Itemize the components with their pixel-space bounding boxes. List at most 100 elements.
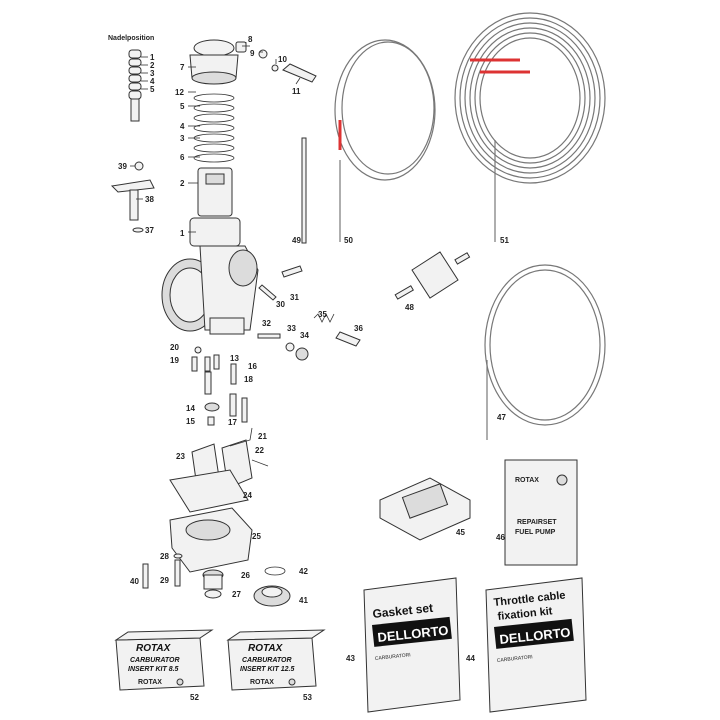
callout-49: 49 — [292, 236, 301, 245]
callout-38: 38 — [145, 195, 154, 204]
throttle-cable-kit-bag-44: Throttle cable fixation kit DELLORTO CAR… — [485, 577, 587, 713]
callout-6: 6 — [180, 153, 185, 162]
callout-30: 30 — [276, 300, 285, 309]
callout-28: 28 — [160, 552, 169, 561]
spring-35 — [313, 313, 335, 323]
callout-1: 1 — [180, 229, 185, 238]
callout-47: 47 — [497, 413, 506, 422]
callout-11: 11 — [292, 87, 301, 96]
callout-26: 26 — [241, 571, 250, 580]
kit43-brand: DELLORTO — [377, 623, 449, 645]
callout-35: 35 — [318, 310, 327, 319]
callout-44: 44 — [466, 654, 475, 663]
kit46-line1: REPAIRSET — [517, 519, 557, 526]
slide-spring — [193, 93, 235, 163]
jet-parts — [191, 346, 248, 426]
kit53-footer: ROTAX — [250, 679, 274, 686]
callout-17: 17 — [228, 418, 237, 427]
callout-45: 45 — [456, 528, 465, 537]
callout-25: 25 — [252, 532, 261, 541]
float-lever-21 — [229, 427, 253, 447]
needle-position-guide: Nadelposition 1 2 3 4 5 — [108, 35, 155, 122]
callout-3: 3 — [180, 134, 185, 143]
kit44-sub: CARBURATORI — [497, 654, 533, 664]
screw-36 — [335, 331, 361, 347]
callout-24: 24 — [243, 491, 252, 500]
kit43-sub: CARBURATORI — [375, 652, 411, 662]
washer-33 — [285, 342, 295, 352]
choke-lever-38 — [110, 179, 155, 221]
callout-7: 7 — [180, 63, 185, 72]
fuel-pump-45 — [379, 477, 471, 541]
callout-13: 13 — [230, 354, 239, 363]
needle-pos-2: 2 — [150, 61, 155, 70]
callout-53: 53 — [303, 693, 312, 702]
screw-30 — [258, 284, 277, 301]
callout-33: 33 — [287, 324, 296, 333]
callout-43: 43 — [346, 654, 355, 663]
fuel-filter-48 — [394, 251, 471, 300]
adjust-screw-10 — [271, 64, 279, 72]
cable-47 — [484, 264, 606, 440]
callout-4: 4 — [180, 122, 185, 131]
drain-bolt-26 — [202, 569, 224, 590]
carburetor-body — [161, 217, 259, 335]
callout-2: 2 — [180, 179, 185, 188]
callout-52: 52 — [190, 693, 199, 702]
callout-48: 48 — [405, 303, 414, 312]
kit46-brand: ROTAX — [515, 477, 539, 484]
kit44-title-2: fixation kit — [497, 605, 553, 623]
plug-34 — [295, 347, 309, 361]
needle-pos-1: 1 — [150, 53, 155, 62]
throttle-slide — [197, 167, 233, 217]
screw-31 — [281, 265, 303, 278]
needle-position-heading: Nadelposition — [108, 35, 154, 42]
cap-39 — [134, 161, 144, 171]
callout-21: 21 — [258, 432, 267, 441]
callout-16: 16 — [248, 362, 257, 371]
callout-41: 41 — [299, 596, 308, 605]
callout-29: 29 — [160, 576, 169, 585]
screw-40 — [142, 563, 149, 589]
callout-numbers: 1 2 3 4 5 6 7 8 9 10 11 12 13 14 15 16 1… — [118, 35, 509, 702]
hose-nipple-11 — [282, 63, 317, 83]
float-pin-22 — [251, 459, 269, 467]
kit44-brand: DELLORTO — [499, 625, 571, 647]
kit52-line2: INSERT KIT 8.5 — [128, 666, 179, 673]
callout-9: 9 — [250, 49, 255, 58]
fitting-9 — [258, 49, 268, 59]
callout-15: 15 — [186, 417, 195, 426]
cover-41 — [253, 585, 291, 607]
washer-27 — [204, 589, 222, 599]
callout-40: 40 — [130, 577, 139, 586]
callout-39: 39 — [118, 162, 127, 171]
callout-18: 18 — [244, 375, 253, 384]
callout-19: 19 — [170, 356, 179, 365]
washer-28 — [173, 553, 183, 559]
callout-42: 42 — [299, 567, 308, 576]
callout-20: 20 — [170, 343, 179, 352]
needle-pos-5: 5 — [150, 85, 155, 94]
needle-pos-4: 4 — [150, 77, 155, 86]
screw-32 — [257, 333, 281, 339]
carb-top-cap — [189, 39, 247, 85]
callout-51: 51 — [500, 236, 509, 245]
kit52-brand: ROTAX — [136, 643, 172, 654]
gasket-set-bag-43: Gasket set DELLORTO CARBURATORI — [363, 577, 461, 713]
callout-37: 37 — [145, 226, 154, 235]
needle-pos-3: 3 — [150, 69, 155, 78]
callout-10: 10 — [278, 55, 287, 64]
repair-set-card-46: ROTAX REPAIRSET FUEL PUMP — [504, 459, 578, 566]
kit43-title: Gasket set — [372, 601, 434, 621]
callout-27: 27 — [232, 590, 241, 599]
callout-36: 36 — [354, 324, 363, 333]
cable-50 — [334, 39, 436, 242]
cable-51 — [454, 12, 606, 242]
callout-34: 34 — [300, 331, 309, 340]
kit53-line1: CARBURATOR — [242, 657, 292, 664]
insert-kit-box-52: ROTAX CARBURATOR INSERT KIT 8.5 ROTAX — [114, 629, 214, 691]
kit52-footer: ROTAX — [138, 679, 162, 686]
callout-5: 5 — [180, 102, 185, 111]
kit53-brand: ROTAX — [248, 643, 284, 654]
